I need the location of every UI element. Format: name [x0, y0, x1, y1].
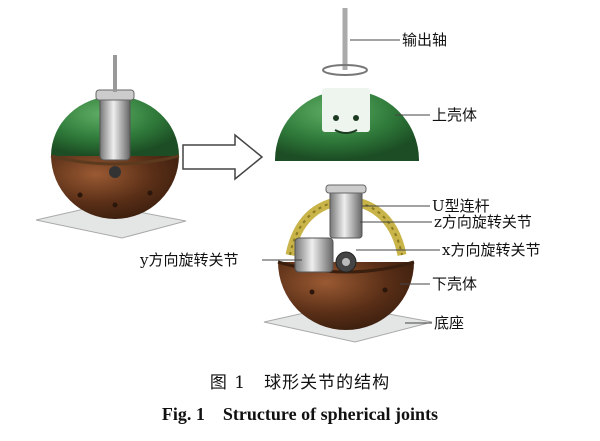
label-x-joint: x方向旋转关节	[442, 241, 541, 259]
exploded-upper	[275, 8, 430, 161]
z-joint	[329, 187, 363, 239]
exploded-view-arrow	[182, 133, 264, 181]
label-upper-shell: 上壳体	[432, 106, 478, 124]
label-base: 底座	[434, 314, 465, 332]
label-lower-shell: 下壳体	[432, 275, 478, 293]
label-output-shaft: 输出轴	[402, 31, 448, 49]
y-joint	[294, 237, 334, 273]
spherical-joint-illustration	[35, 8, 440, 343]
assembled-joint	[35, 55, 187, 239]
label-y-joint: y方向旋转关节	[140, 251, 239, 269]
lower-shell	[278, 262, 414, 330]
left-lower-shell	[51, 155, 179, 219]
left-core	[99, 91, 131, 161]
label-u-link: U型连杆	[432, 197, 490, 215]
label-z-joint: z方向旋转关节	[434, 213, 532, 231]
figure-caption-en: Fig. 1 Structure of spherical joints	[161, 404, 439, 424]
left-base	[35, 204, 187, 239]
figure-caption-cn: 图 1 球形关节的结构	[209, 373, 391, 393]
exploded-lower	[262, 184, 440, 343]
